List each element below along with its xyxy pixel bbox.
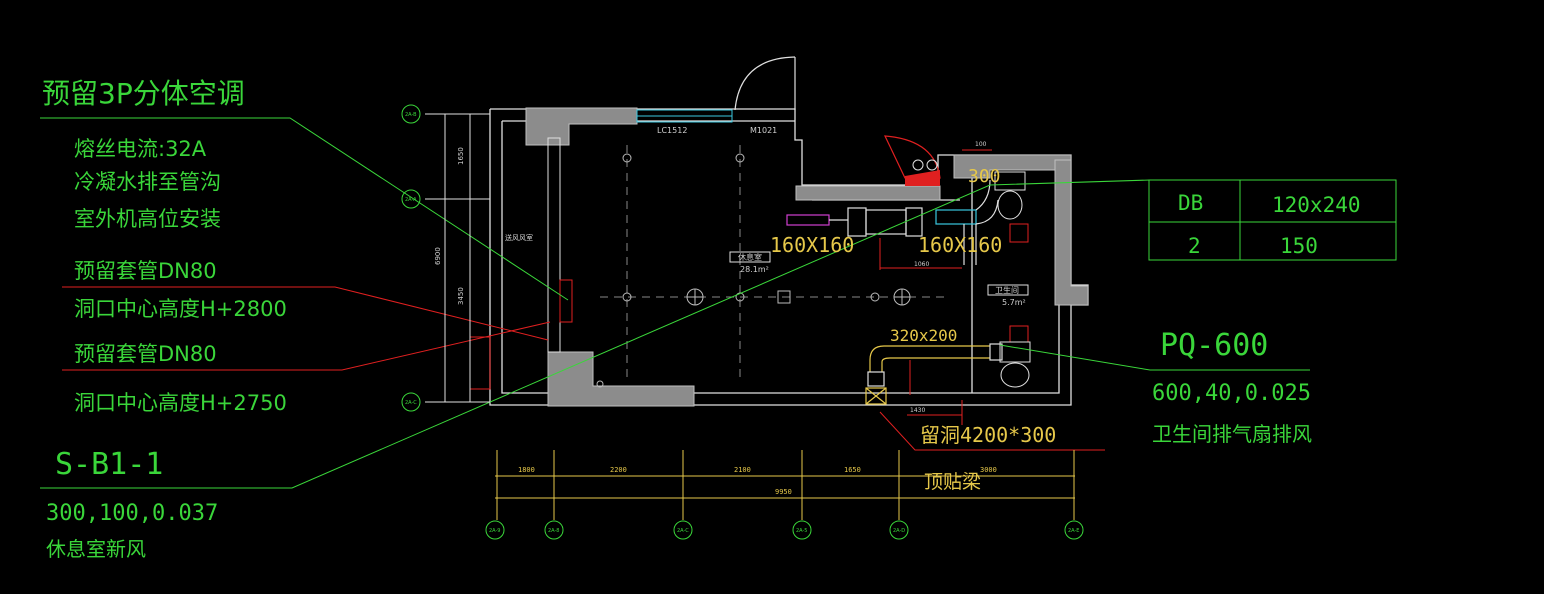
sleeve-note-1: 预留套管DN80 (74, 259, 217, 283)
duct-label-2: 160X160 (918, 233, 1002, 257)
axis-bottom-4: 2A-5 (796, 528, 807, 534)
duct-label-4: 300 (968, 166, 1001, 187)
table-cell-r2c2: 150 (1280, 234, 1318, 258)
duct-table (1148, 179, 1397, 261)
exhaust-duct (865, 343, 1003, 405)
dim-small-2: 1060 (914, 261, 929, 268)
window-label: LC1512 (657, 126, 687, 135)
axis-bottom-5: 2A-D (893, 528, 905, 534)
rest-room-tag: 休息室 28.1m² (729, 251, 771, 274)
dim-left-1: 1650 (457, 147, 465, 165)
drain-note: 冷凝水排至管沟 (74, 170, 221, 194)
fuse-note: 熔丝电流:32A (74, 137, 207, 161)
bathroom-tag: 卫生间 5.7m² (987, 284, 1029, 307)
dim-bottom-3: 2100 (734, 466, 751, 474)
dim-bottom-5: 3000 (980, 466, 997, 474)
reserve-beam: 顶贴梁 (924, 471, 981, 493)
red-dimensions (879, 149, 992, 425)
bathroom-area: 5.7m² (1002, 298, 1026, 307)
bottom-dimension-lines (495, 450, 1075, 520)
ceiling-fixtures (596, 153, 911, 388)
rest-room-area: 28.1m² (740, 265, 769, 274)
exhaust-desc: 卫生间排气扇排风 (1152, 422, 1312, 446)
dim-small-3: 1430 (910, 407, 925, 414)
height-note-2: 洞口中心高度H+2750 (74, 391, 287, 415)
door-m1021 (734, 56, 796, 111)
fresh-air-desc: 休息室新风 (46, 537, 146, 561)
height-note-1: 洞口中心高度H+2800 (74, 297, 287, 321)
axis-bottom-6: 2A-E (1068, 528, 1079, 534)
axis-bottom-1: 2A-9 (489, 528, 500, 534)
concrete-columns (525, 107, 1089, 407)
duct-label-1: 160X160 (770, 233, 854, 257)
table-cell-r1c1: DB (1178, 191, 1203, 215)
outdoor-note: 室外机高位安装 (74, 207, 221, 231)
exhaust-params: 600,40,0.025 (1152, 381, 1311, 406)
dim-bottom-4: 1650 (844, 466, 861, 474)
door-label: M1021 (750, 126, 777, 135)
exhaust-tag: PQ-600 (1160, 328, 1268, 363)
left-axis-tags (401, 104, 421, 412)
dim-small-1: 100 (975, 141, 987, 148)
bathroom-fixtures (994, 171, 1031, 388)
dim-left-2: 6900 (434, 247, 442, 265)
dim-total: 9950 (775, 488, 792, 496)
ac-title: 预留3P分体空调 (42, 77, 245, 110)
axis-left-1: 2A-B (405, 112, 417, 118)
duct-label-3: 320x200 (890, 326, 957, 345)
table-cell-r1c2: 120x240 (1272, 193, 1361, 217)
left-room-label: 送风风室 (505, 233, 533, 242)
axis-left-3: 2A-C (405, 400, 417, 406)
rest-room-name: 休息室 (738, 252, 762, 262)
fresh-air-params: 300,100,0.037 (46, 501, 218, 526)
table-cell-r2c1: 2 (1188, 234, 1201, 258)
sleeve-note-2: 预留套管DN80 (74, 342, 217, 366)
axis-left-2: 2A-A (405, 197, 417, 203)
bottom-axis-circles (485, 520, 1084, 540)
window-lc1512 (636, 109, 733, 123)
axis-bottom-2: 2A-8 (548, 528, 559, 534)
reserve-hole: 留洞4200*300 (920, 423, 1056, 447)
dim-bottom-1: 1800 (518, 466, 535, 474)
dim-left-3: 3450 (457, 287, 465, 305)
axis-bottom-3: 2A-C (677, 528, 689, 534)
left-dimension-lines (425, 113, 490, 403)
fresh-air-tag: S-B1-1 (55, 447, 163, 482)
dim-bottom-2: 2200 (610, 466, 627, 474)
fire-damper (884, 135, 941, 186)
bathroom-name: 卫生间 (995, 285, 1019, 295)
leader-lines (40, 117, 1310, 489)
